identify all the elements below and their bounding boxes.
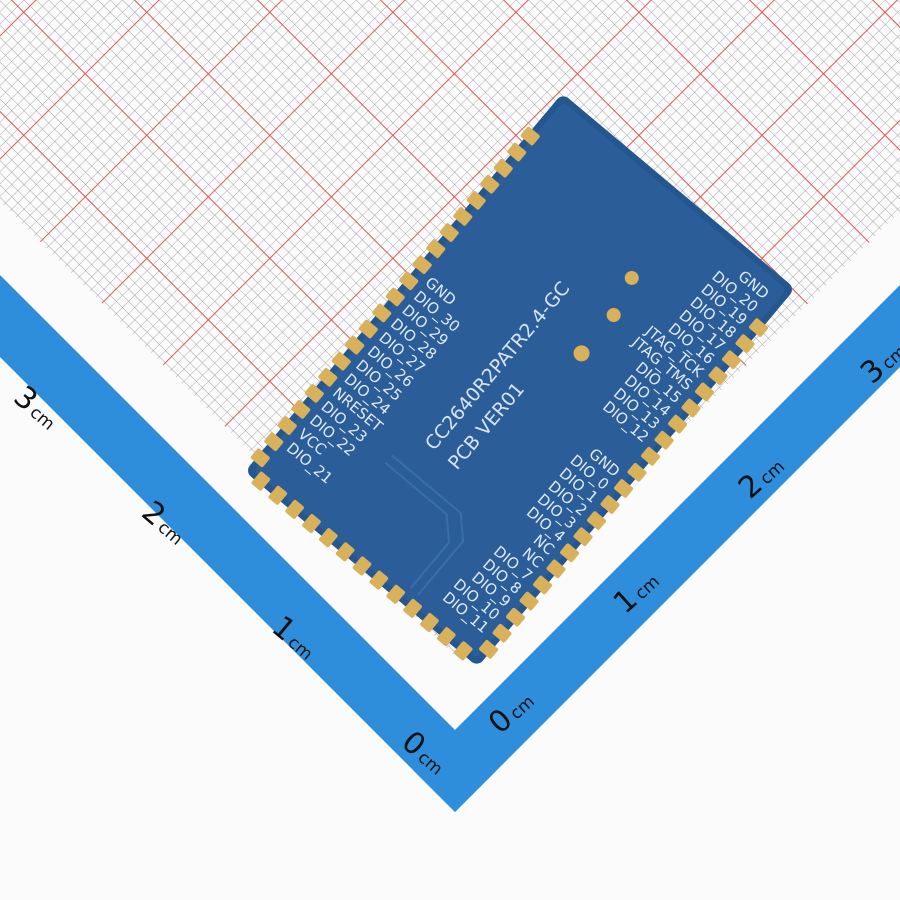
pad [573,527,593,546]
pad [386,584,406,604]
grid [0,0,900,657]
test-pad [606,308,621,323]
test-pad [573,345,590,362]
pad [492,623,512,643]
pad [480,174,500,194]
pad [641,446,661,466]
pad [412,255,432,274]
pad [319,528,338,548]
pad [420,613,439,633]
pad [385,287,405,307]
pad [291,400,311,419]
pad [372,303,392,323]
pad [507,142,527,162]
pad [533,575,553,595]
pad [519,591,539,611]
pad [493,158,513,178]
pad [708,366,728,386]
pad [335,542,355,562]
blue-band-right [413,0,900,812]
pad [358,319,378,339]
pad [331,351,351,371]
pad [369,570,389,590]
pad [251,471,271,491]
pad [695,382,715,402]
blue-band-left [0,0,497,812]
pad [264,432,284,451]
pad [587,511,607,530]
pad [345,335,365,355]
pad [600,495,620,514]
pad [681,398,701,418]
pin-labels: GNDDIO_20DIO_19DIO_18DIO_17DIO_16JTAG_TC… [282,267,772,638]
pad [546,559,566,579]
pad [735,334,755,353]
pad [439,223,459,242]
ble-module: GNDDIO_20DIO_19DIO_18DIO_17DIO_16JTAG_TC… [248,96,792,664]
pad [250,448,270,468]
pad [466,191,486,210]
pad [304,384,324,403]
pad [722,350,742,370]
pad [285,499,304,519]
pad [614,479,634,498]
pad [668,414,688,434]
pad [302,514,321,534]
pad [277,416,297,435]
pad [352,556,372,576]
pad [436,627,456,647]
pad [318,367,338,387]
pad [560,543,580,563]
pad [453,207,473,226]
pad [520,126,540,146]
pad [453,641,473,661]
pad [627,463,647,482]
pad [479,639,499,659]
pad [268,485,288,505]
pad [749,318,769,337]
pads [250,126,769,661]
pad [399,271,419,291]
pad [506,607,526,627]
pad [426,239,446,258]
pad [654,430,674,450]
graph-paper [0,0,900,812]
test-pad [624,270,639,285]
pad [403,598,422,618]
